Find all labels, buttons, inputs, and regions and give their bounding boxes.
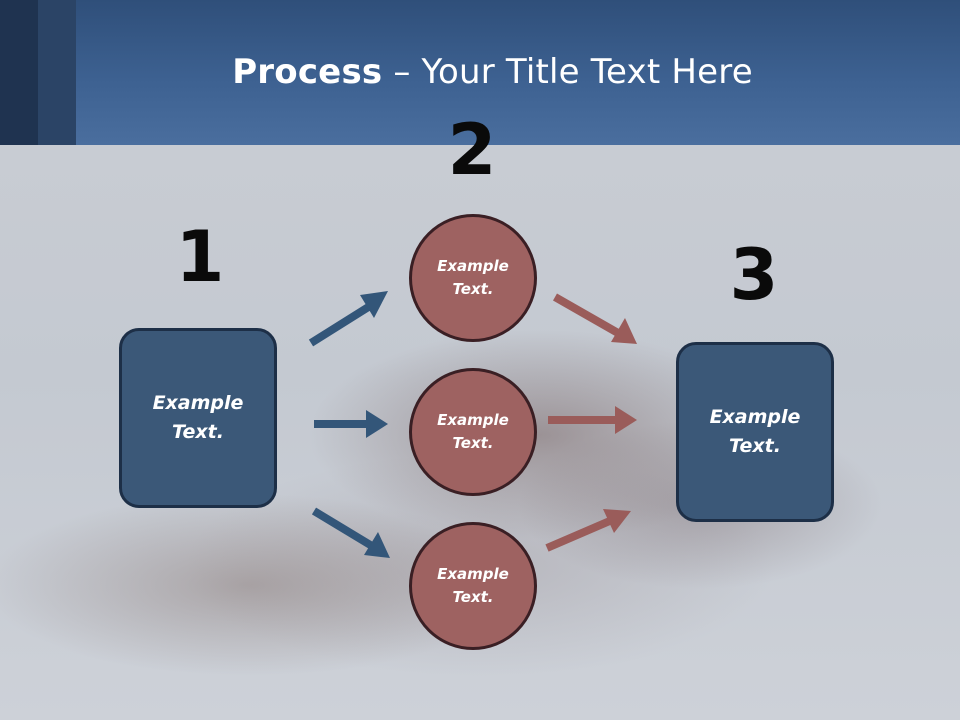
red-arrows [545, 293, 637, 552]
circle-middle-label: Example Text. [437, 411, 509, 452]
step-number-3: 3 [729, 234, 779, 316]
circle-bottom-label: Example Text. [437, 565, 509, 606]
arrow-up-right-red [545, 509, 631, 552]
blue-arrows [308, 291, 390, 558]
title-bold: Process [232, 52, 383, 92]
header-accent [38, 0, 76, 145]
circle-middle: Example Text. [409, 368, 537, 496]
right-box-label: Example Text. [709, 406, 801, 457]
step-number-2: 2 [447, 109, 497, 191]
circle-bottom: Example Text. [409, 522, 537, 650]
arrow-right-red [548, 406, 637, 434]
circle-top: Example Text. [409, 214, 537, 342]
title-rest: – Your Title Text Here [382, 52, 753, 92]
right-process-box: Example Text. [676, 342, 834, 522]
left-box-label: Example Text. [152, 392, 244, 443]
arrow-down-right-blue [311, 507, 390, 558]
slide-title: Process – Your Title Text Here [0, 52, 960, 92]
header-accent-dark [0, 0, 38, 145]
step-number-1: 1 [175, 216, 225, 298]
circle-top-label: Example Text. [437, 257, 509, 298]
left-process-box: Example Text. [119, 328, 277, 508]
arrow-up-right-blue [308, 291, 388, 347]
header-bar: Process – Your Title Text Here [0, 0, 960, 145]
arrow-down-right-red [553, 293, 637, 344]
arrow-right-blue [314, 410, 388, 438]
